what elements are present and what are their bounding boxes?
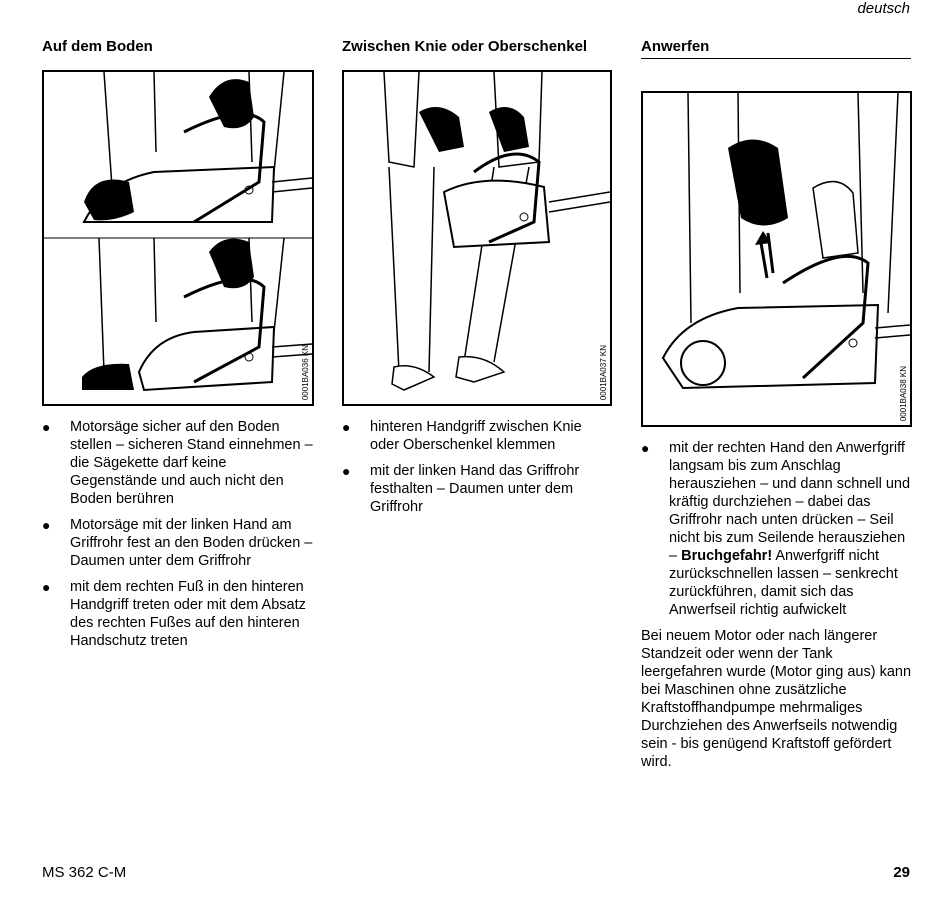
bullet-icon: ●: [42, 419, 51, 435]
section-heading: Anwerfen: [641, 36, 911, 59]
figure-starting: 0001BA038 KN: [641, 91, 912, 427]
figure-code: 0001BA036 KN: [301, 344, 310, 400]
figure-on-ground: 0001BA036 KN: [42, 70, 314, 406]
warning-text: Bruchgefahr!: [681, 548, 773, 564]
bullet-icon: ●: [42, 579, 51, 595]
figure-between-knees: 0001BA037 KN: [342, 70, 612, 406]
chainsaw-between-knees-illustration: [383, 72, 610, 391]
instruction-list: ●Motorsäge sicher auf den Boden stellen …: [42, 418, 314, 650]
list-item: ●hinteren Handgriff zwischen Knie oder O…: [342, 419, 582, 453]
bullet-icon: ●: [342, 463, 351, 479]
section-starting: Anwerfen 0001BA038 KN ●mit der rechten H…: [641, 36, 913, 771]
list-item: ●mit der linken Hand das Griffrohr festh…: [342, 463, 580, 515]
model-label: MS 362 C-M: [42, 864, 127, 881]
section-heading: Zwischen Knie oder Oberschenkel: [342, 38, 588, 55]
chainsaw-on-ground-illustration: [44, 72, 312, 392]
list-item: ●Motorsäge sicher auf den Boden stellen …: [42, 419, 313, 507]
section-heading: Auf dem Boden: [42, 38, 153, 55]
figure-code: 0001BA038 KN: [899, 365, 908, 421]
list-item: ●mit dem rechten Fuß in den hinteren Han…: [42, 579, 306, 649]
section-on-ground: Auf dem Boden 0001BA036 KN ●Motorsäge si: [42, 36, 314, 658]
instruction-list: ●hinteren Handgriff zwischen Knie oder O…: [342, 418, 614, 516]
list-item: ●Motorsäge mit der linken Hand am Griffr…: [42, 517, 313, 569]
page-number: 29: [893, 864, 910, 881]
figure-code: 0001BA037 KN: [599, 344, 608, 400]
bullet-icon: ●: [641, 440, 650, 456]
list-item: ●mit der rechten Hand den Anwerfgriff la…: [641, 440, 911, 618]
instruction-list: ●mit der rechten Hand den Anwerfgriff la…: [641, 439, 913, 619]
bullet-icon: ●: [342, 419, 351, 435]
bullet-icon: ●: [42, 517, 51, 533]
language-label: deutsch: [857, 0, 910, 17]
chainsaw-starting-illustration: [661, 93, 910, 390]
section-between-knees: Zwischen Knie oder Oberschenkel 0001BA03…: [342, 36, 614, 524]
paragraph: Bei neuem Motor oder nach längerer Stand…: [641, 628, 912, 770]
